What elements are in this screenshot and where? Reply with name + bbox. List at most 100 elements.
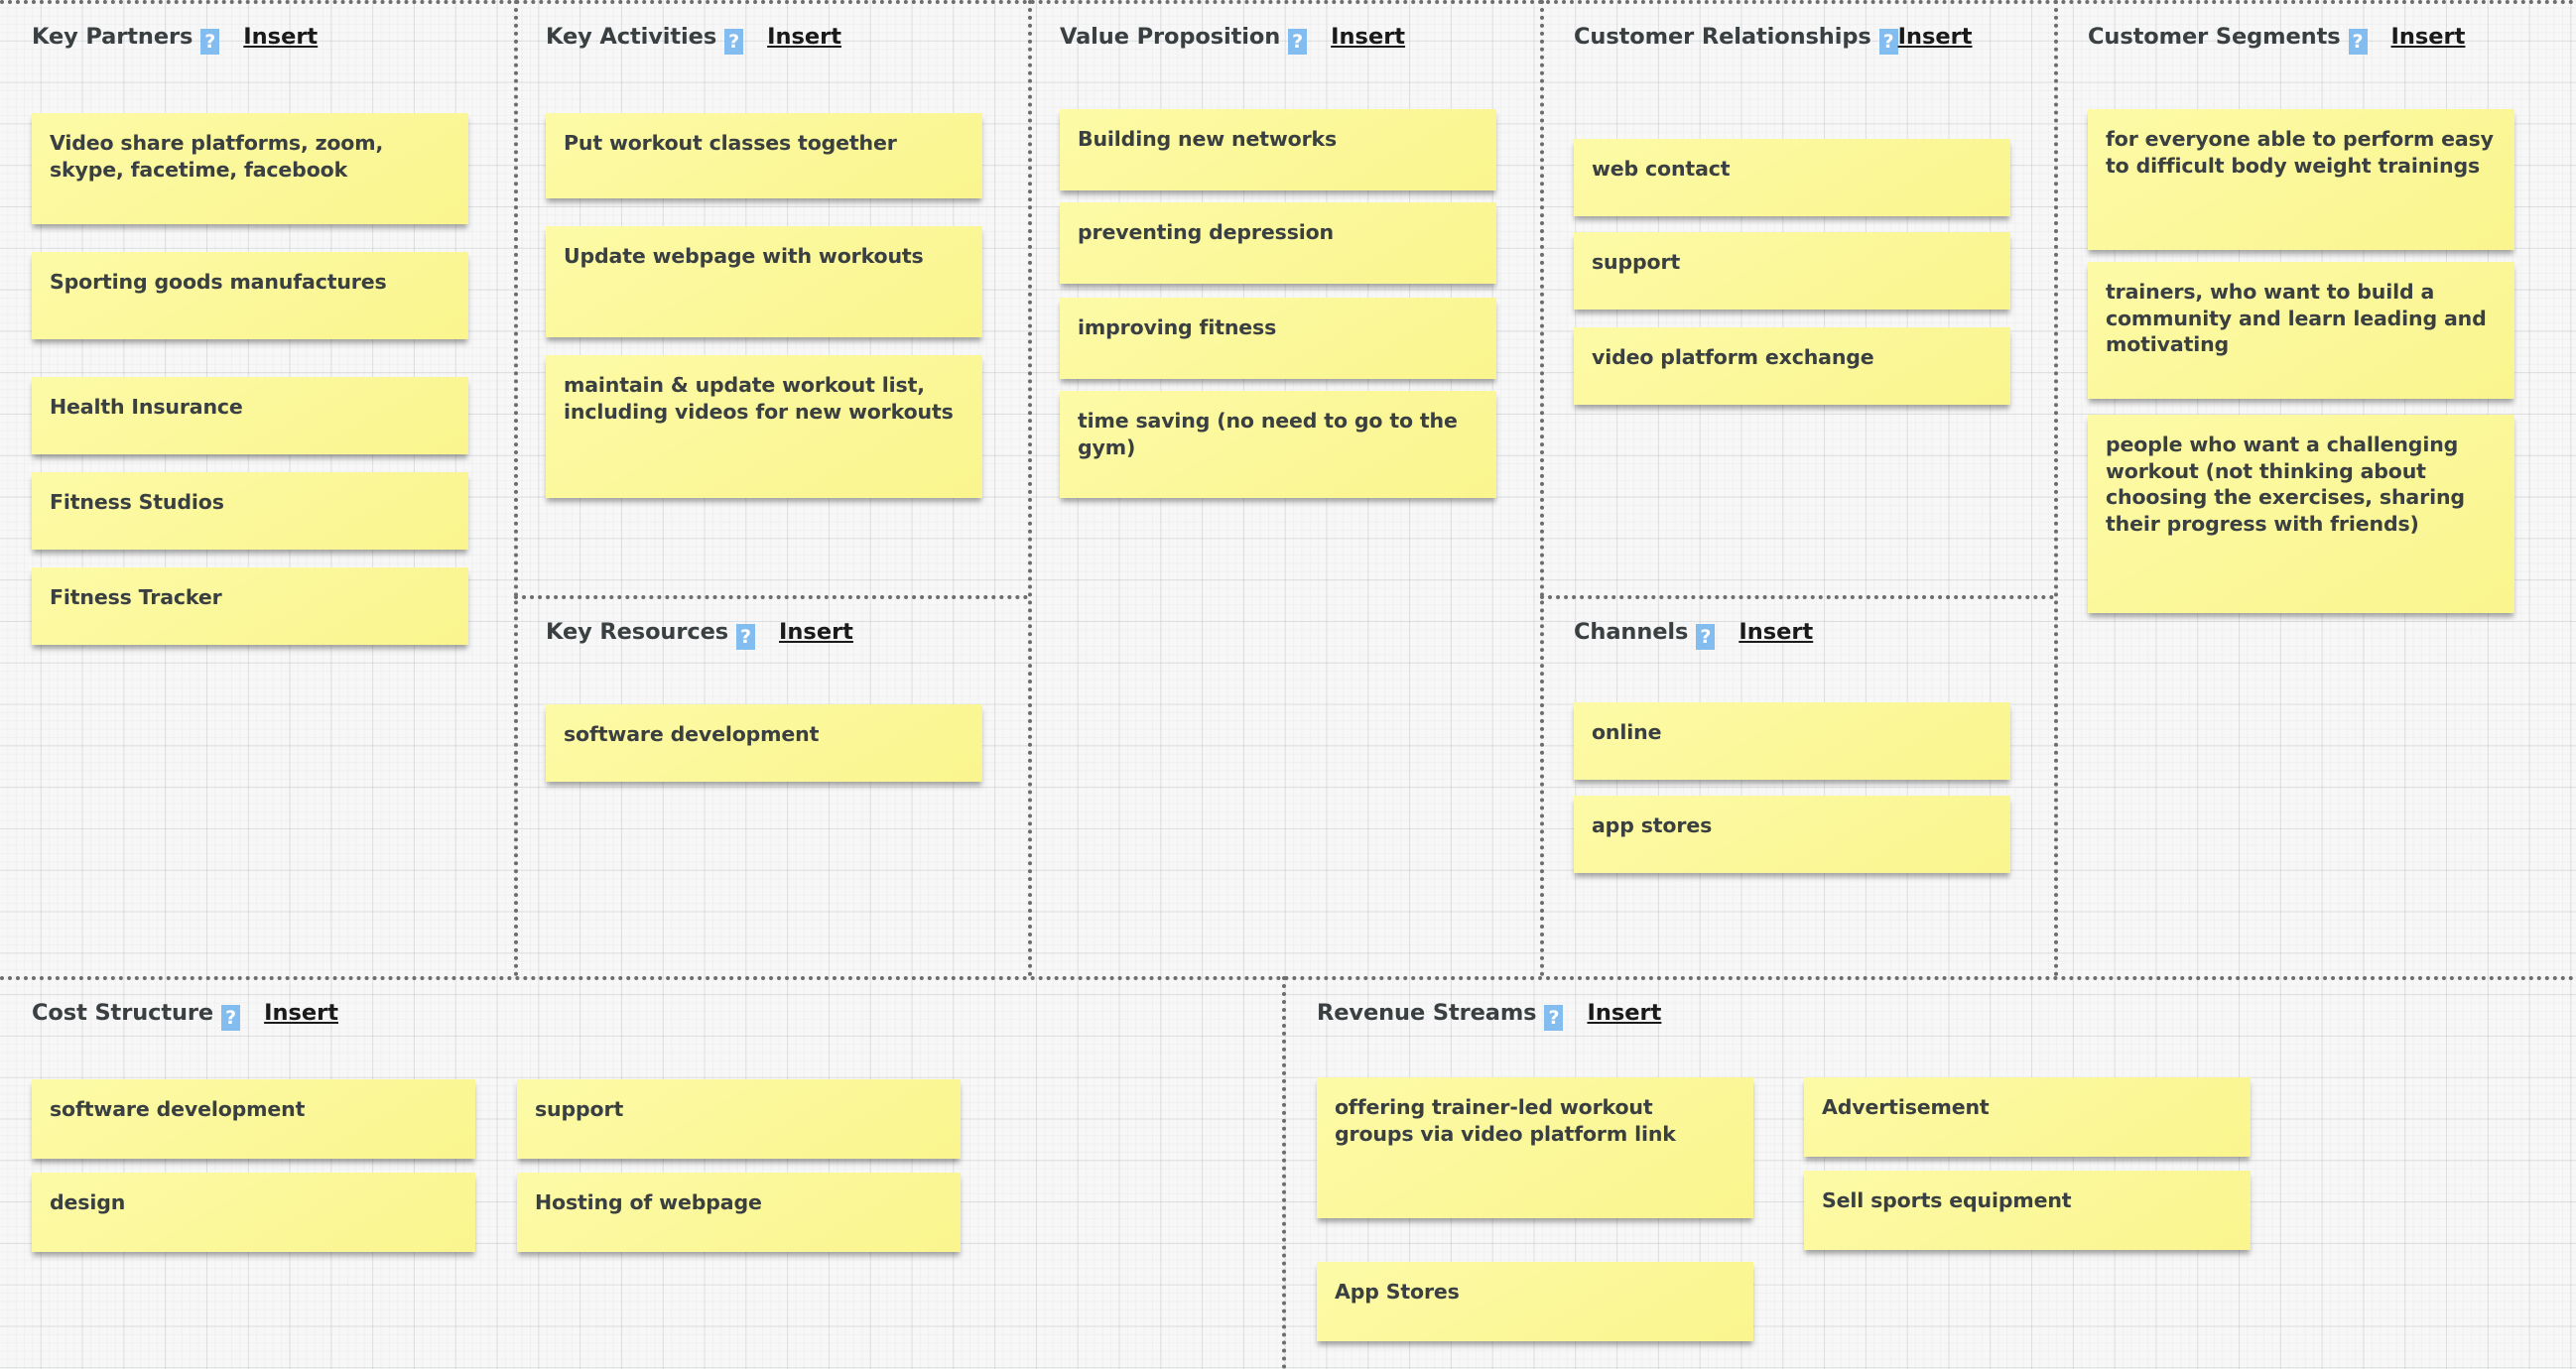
- sticky-note[interactable]: for everyone able to perform easy to dif…: [2088, 109, 2514, 250]
- sticky-note[interactable]: Advertisement: [1804, 1077, 2251, 1157]
- section-title-channels: Channels: [1574, 619, 1689, 645]
- sticky-note-text: App Stores: [1335, 1280, 1460, 1304]
- sticky-note[interactable]: time saving (no need to go to the gym): [1060, 391, 1496, 498]
- section-header-revenue-streams: Revenue Streams? Insert: [1317, 998, 1783, 1031]
- sticky-note-text: Update webpage with workouts: [564, 244, 924, 268]
- sticky-note-text: Health Insurance: [50, 395, 243, 419]
- sticky-note[interactable]: online: [1574, 702, 2010, 780]
- insert-link-key-activities[interactable]: Insert: [767, 24, 842, 50]
- sticky-note[interactable]: Fitness Tracker: [32, 567, 468, 645]
- insert-link-customer-segments[interactable]: Insert: [2390, 24, 2466, 50]
- help-icon[interactable]: ?: [1696, 624, 1716, 650]
- help-icon[interactable]: ?: [724, 29, 744, 55]
- sticky-note-text: Building new networks: [1078, 127, 1338, 151]
- sticky-note[interactable]: people who want a challenging workout (n…: [2088, 415, 2514, 613]
- sticky-note-text: trainers, who want to build a community …: [2106, 280, 2487, 356]
- sticky-note-text: for everyone able to perform easy to dif…: [2106, 127, 2494, 178]
- sticky-note-text: offering trainer-led workout groups via …: [1335, 1095, 1676, 1146]
- section-title-cost-structure: Cost Structure: [32, 1000, 214, 1026]
- sticky-note[interactable]: video platform exchange: [1574, 327, 2010, 405]
- divider-top: [0, 0, 2576, 4]
- section-header-value-proposition: Value Proposition? Insert: [1060, 22, 1526, 55]
- help-icon[interactable]: ?: [221, 1005, 241, 1031]
- sticky-note[interactable]: software development: [32, 1079, 475, 1159]
- sticky-note-text: Hosting of webpage: [535, 1190, 762, 1214]
- sticky-note-text: Fitness Tracker: [50, 585, 222, 609]
- section-title-key-resources: Key Resources: [546, 619, 729, 645]
- sticky-note-text: preventing depression: [1078, 220, 1335, 244]
- help-icon[interactable]: ?: [200, 29, 220, 55]
- sticky-note[interactable]: Sell sports equipment: [1804, 1171, 2251, 1250]
- sticky-note-text: maintain & update workout list, includin…: [564, 373, 954, 424]
- section-title-key-partners: Key Partners: [32, 24, 193, 50]
- sticky-note[interactable]: App Stores: [1317, 1262, 1753, 1341]
- sticky-note[interactable]: maintain & update workout list, includin…: [546, 355, 982, 498]
- sticky-note[interactable]: Video share platforms, zoom, skype, face…: [32, 113, 468, 224]
- sticky-note[interactable]: Sporting goods manufactures: [32, 252, 468, 339]
- help-icon[interactable]: ?: [1288, 29, 1308, 55]
- sticky-note[interactable]: Health Insurance: [32, 377, 468, 454]
- sticky-note[interactable]: Building new networks: [1060, 109, 1496, 190]
- insert-link-key-resources[interactable]: Insert: [779, 619, 853, 645]
- sticky-note[interactable]: support: [1574, 232, 2010, 310]
- sticky-note-text: Sporting goods manufactures: [50, 270, 387, 294]
- divider-bottom-row: [0, 976, 2576, 980]
- section-header-customer-relationships: Customer Relationships?Insert: [1574, 22, 1991, 55]
- divider-channels: [1540, 595, 2054, 599]
- sticky-note[interactable]: improving fitness: [1060, 298, 1496, 379]
- section-header-channels: Channels? Insert: [1574, 617, 2040, 650]
- sticky-note-text: video platform exchange: [1592, 345, 1874, 369]
- sticky-note-text: design: [50, 1190, 126, 1214]
- help-icon[interactable]: ?: [2348, 29, 2368, 55]
- sticky-note-text: time saving (no need to go to the gym): [1078, 409, 1458, 459]
- section-header-key-activities: Key Activities? Insert: [546, 22, 1012, 55]
- help-icon[interactable]: ?: [1878, 29, 1898, 55]
- sticky-note[interactable]: Put workout classes together: [546, 113, 982, 198]
- sticky-note-text: people who want a challenging workout (n…: [2106, 433, 2465, 536]
- sticky-note[interactable]: preventing depression: [1060, 202, 1496, 284]
- insert-link-customer-relationships[interactable]: Insert: [1897, 24, 1973, 50]
- insert-link-channels[interactable]: Insert: [1739, 619, 1814, 645]
- help-icon[interactable]: ?: [1544, 1005, 1564, 1031]
- sticky-note[interactable]: trainers, who want to build a community …: [2088, 262, 2514, 399]
- divider-col-1: [514, 0, 518, 977]
- help-icon[interactable]: ?: [736, 624, 756, 650]
- sticky-note-text: Video share platforms, zoom, skype, face…: [50, 131, 384, 182]
- sticky-note-text: web contact: [1592, 157, 1731, 181]
- section-header-cost-structure: Cost Structure? Insert: [32, 998, 498, 1031]
- sticky-note-text: app stores: [1592, 813, 1713, 837]
- sticky-note-text: Advertisement: [1822, 1095, 1990, 1119]
- sticky-note-text: Sell sports equipment: [1822, 1188, 2072, 1212]
- sticky-note-text: Put workout classes together: [564, 131, 897, 155]
- divider-col-4: [2054, 0, 2058, 977]
- section-title-revenue-streams: Revenue Streams: [1317, 1000, 1537, 1026]
- section-title-value-proposition: Value Proposition: [1060, 24, 1281, 50]
- divider-key-resources: [514, 595, 1028, 599]
- sticky-note[interactable]: software development: [546, 704, 982, 782]
- section-title-customer-relationships: Customer Relationships: [1574, 24, 1871, 50]
- section-title-key-activities: Key Activities: [546, 24, 717, 50]
- sticky-note[interactable]: support: [517, 1079, 961, 1159]
- insert-link-revenue-streams[interactable]: Insert: [1587, 1000, 1662, 1026]
- sticky-note[interactable]: Fitness Studios: [32, 472, 468, 550]
- insert-link-value-proposition[interactable]: Insert: [1331, 24, 1406, 50]
- insert-link-key-partners[interactable]: Insert: [243, 24, 319, 50]
- sticky-note-text: software development: [50, 1097, 306, 1121]
- sticky-note[interactable]: offering trainer-led workout groups via …: [1317, 1077, 1753, 1218]
- sticky-note-text: improving fitness: [1078, 315, 1277, 339]
- sticky-note[interactable]: Update webpage with workouts: [546, 226, 982, 337]
- insert-link-cost-structure[interactable]: Insert: [264, 1000, 338, 1026]
- sticky-note[interactable]: design: [32, 1173, 475, 1252]
- sticky-note[interactable]: app stores: [1574, 796, 2010, 873]
- sticky-note[interactable]: web contact: [1574, 139, 2010, 216]
- sticky-note[interactable]: Hosting of webpage: [517, 1173, 961, 1252]
- section-header-key-resources: Key Resources? Insert: [546, 617, 1012, 650]
- section-header-key-partners: Key Partners? Insert: [32, 22, 498, 55]
- section-title-customer-segments: Customer Segments: [2088, 24, 2341, 50]
- section-header-customer-segments: Customer Segments? Insert: [2088, 22, 2554, 55]
- sticky-note-text: online: [1592, 720, 1662, 744]
- divider-bottom-split: [1282, 976, 1286, 1369]
- divider-col-2: [1028, 0, 1032, 977]
- sticky-note-text: Fitness Studios: [50, 490, 224, 514]
